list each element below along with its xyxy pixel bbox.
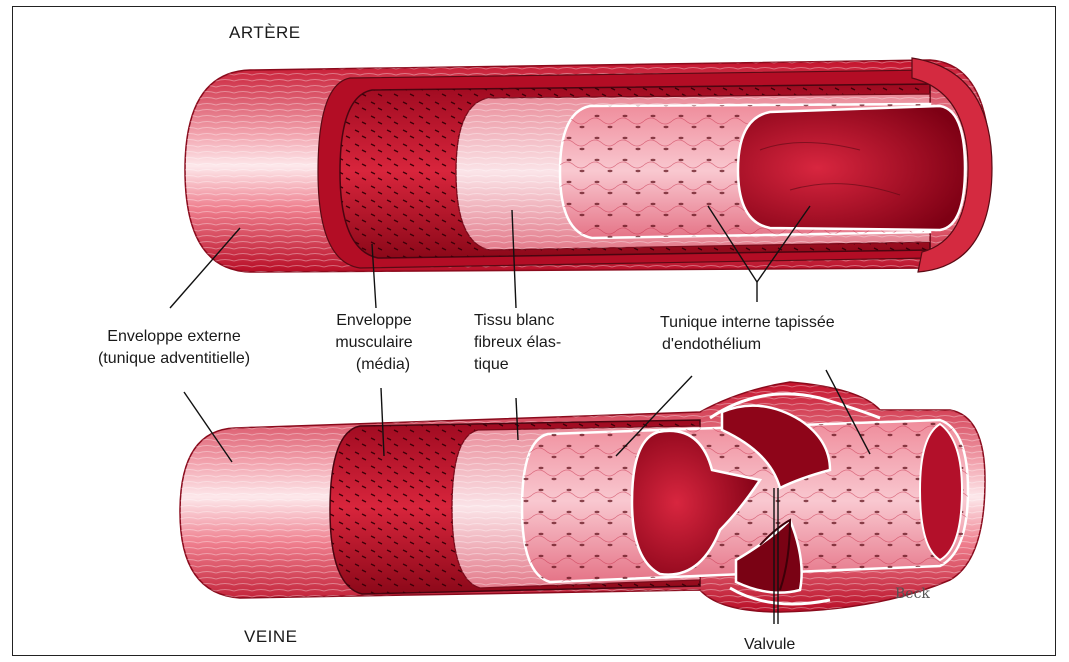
label-inner-tunic: Tunique interne tapissée d'endothélium: [660, 312, 880, 356]
label-outer-envelope: Enveloppe externe (tunique adventitielle…: [78, 326, 270, 370]
label-inner-tunic-line1: Tunique interne tapissée: [660, 312, 880, 334]
label-muscular-envelope-line3: (média): [322, 354, 426, 376]
label-muscular-envelope-line1: Enveloppe: [322, 310, 426, 332]
vein-vessel: [180, 382, 985, 612]
label-white-tissue: Tissu blanc fibreux élas- tique: [474, 310, 574, 376]
label-white-tissue-line1: Tissu blanc: [474, 310, 574, 332]
artery-title: ARTÈRE: [229, 22, 301, 44]
label-inner-tunic-line2: d'endothélium: [660, 334, 880, 356]
label-outer-envelope-line1: Enveloppe externe: [78, 326, 270, 348]
label-white-tissue-line2: fibreux élas-: [474, 332, 574, 354]
label-outer-envelope-line2: (tunique adventitielle): [78, 348, 270, 370]
artery-vessel: [185, 58, 992, 272]
artist-signature: Beck: [895, 586, 930, 602]
label-muscular-envelope: Enveloppe musculaire (média): [322, 310, 426, 376]
artery-lumen: [738, 106, 965, 230]
label-muscular-envelope-line2: musculaire: [322, 332, 426, 354]
label-valve: Valvule: [744, 634, 795, 656]
label-white-tissue-line3: tique: [474, 354, 574, 376]
vein-title: VEINE: [244, 626, 298, 648]
